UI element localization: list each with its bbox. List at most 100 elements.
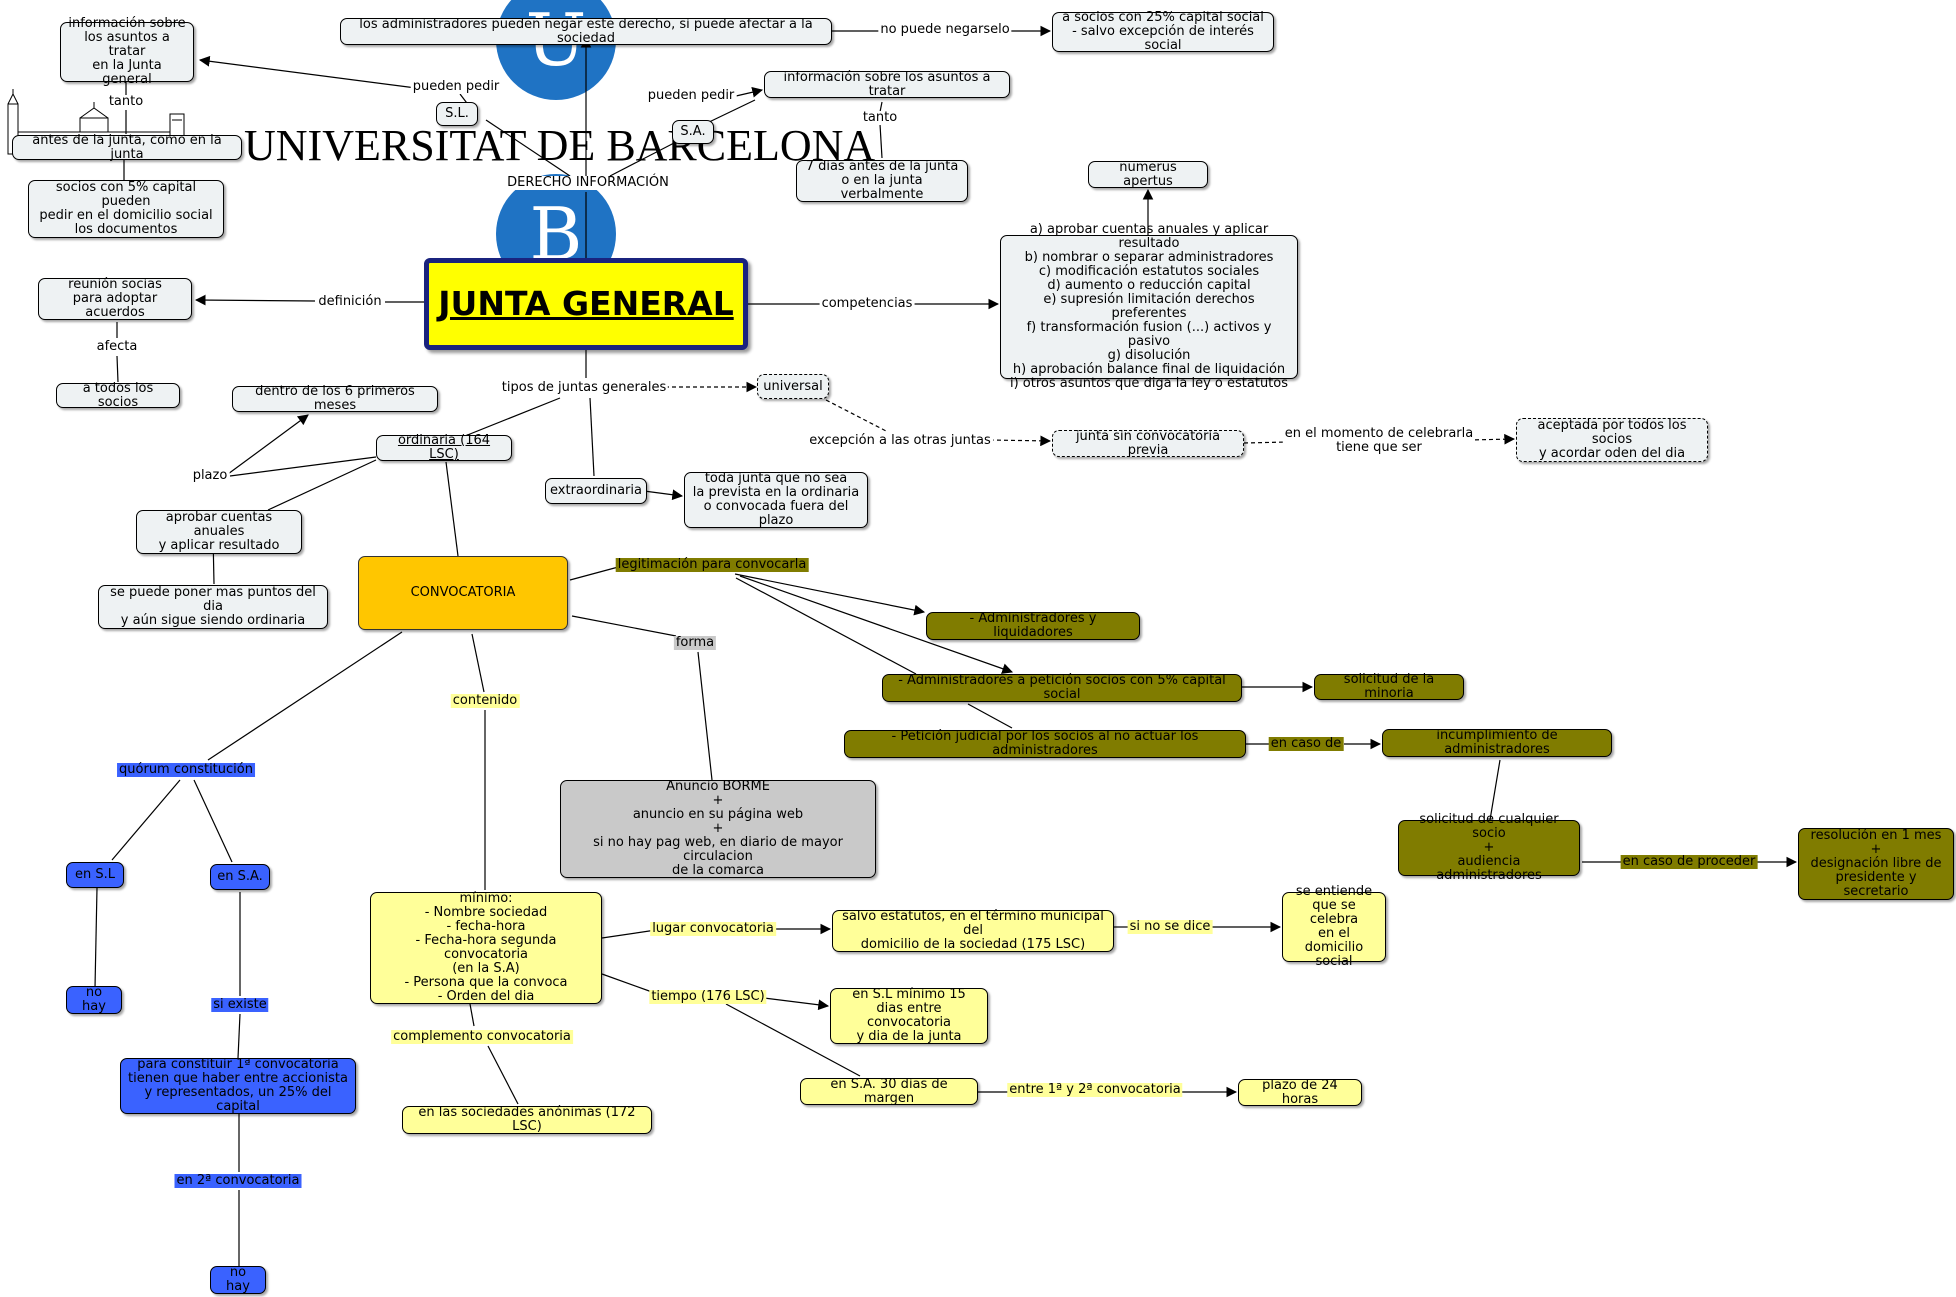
reunion-socias-text: reunión socias para adoptar acuerdos [68,277,162,320]
sl-text: S.L. [445,106,469,121]
reunion-socias-node[interactable]: reunión socias para adoptar acuerdos [38,278,192,320]
link-legitimacion: legitimación para convocarla [615,557,809,572]
sa-30-dias-text: en S.A. 30 dias de margen [830,1076,948,1106]
en-sl-node[interactable]: en S.L [66,862,124,888]
link-pueden-pedir-sl: pueden pedir [410,79,502,94]
sa-30-dias-node[interactable]: en S.A. 30 dias de margen [800,1076,978,1106]
sa-172-text: en las sociedades anónimas (172 LSC) [418,1105,636,1134]
link-quorum: quórum constitución [117,762,255,777]
mas-puntos-text: se puede poner mas puntos del dia y aún … [110,585,316,628]
admins-peticion-text: - Administradores a petición socios con … [898,673,1226,702]
link-afecta: afecta [94,339,140,354]
junta-general-node[interactable]: JUNTA GENERAL [424,258,748,350]
solicitud-minoria-node[interactable]: solicitud de la minoria [1314,672,1464,701]
resolucion-text: resolución en 1 mes + designación libre … [1810,828,1942,899]
socios-25-node[interactable]: a socios con 25% capital social - salvo … [1052,10,1274,53]
no-hay-1-text: no hay [82,985,106,1014]
solicitud-minoria-text: solicitud de la minoria [1343,672,1435,701]
link-no-puede-negarselo: no puede negarselo [878,22,1012,37]
plazo-24-text: plazo de 24 horas [1262,1077,1338,1107]
peticion-judicial-node[interactable]: - Petición judicial por los socios al no… [844,730,1246,758]
toda-junta-node[interactable]: toda junta que no sea la prevista en la … [684,472,868,528]
link-en-2a-convocatoria: en 2ª convocatoria [174,1173,302,1188]
link-entre-convocatorias: entre 1ª y 2ª convocatoria [1007,1082,1183,1097]
ordinaria-text: ordinaria (164 LSC) [397,433,491,462]
link-derecho-informacion: DERECHO INFORMACIÓN [505,175,671,190]
admins-liquidadores-node[interactable]: - Administradores y liquidadores [926,612,1140,640]
siete-dias-node[interactable]: 7 dias antes de la junta o en la junta v… [796,160,968,202]
minimo-text: mínimo: - Nombre sociedad - fecha-hora -… [404,891,568,1004]
link-en-caso-proceder: en caso de proceder [1620,854,1758,869]
admins-liquidadores-text: - Administradores y liquidadores [969,611,1097,640]
link-en-caso-de: en caso de [1268,736,1344,751]
junta-general-title: JUNTA GENERAL [438,284,734,323]
plazo-24-node[interactable]: plazo de 24 horas [1238,1077,1362,1107]
no-hay-1-node[interactable]: no hay [66,986,122,1014]
anuncio-borme-node[interactable]: Anuncio BORME + anuncio en su página web… [560,780,876,878]
sin-convocatoria-node[interactable]: junta sin convocatoria previa [1052,429,1244,457]
info-asuntos-right-text: información sobre los asuntos a tratar [783,69,991,99]
se-entiende-node[interactable]: se entiende que se celebra en el domicil… [1282,885,1386,969]
aceptada-node[interactable]: aceptada por todos los socios y acordar … [1516,418,1708,462]
universal-text: universal [763,378,823,394]
link-excepcion: excepción a las otras juntas [807,433,993,448]
link-tipos-juntas: tipos de juntas generales [499,380,669,395]
sl-15-dias-node[interactable]: en S.L mínimo 15 dias entre convocatoria… [830,988,988,1044]
minimo-node[interactable]: mínimo: - Nombre sociedad - fecha-hora -… [370,892,602,1004]
competencias-list-node[interactable]: a) aprobar cuentas anuales y aplicar res… [1000,223,1298,391]
admins-negar-node[interactable]: los administradores pueden negar este de… [340,16,832,46]
toda-junta-text: toda junta que no sea la prevista en la … [692,471,860,528]
aprobar-cuentas-node[interactable]: aprobar cuentas anuales y aplicar result… [136,510,302,554]
admins-peticion-node[interactable]: - Administradores a petición socios con … [882,674,1242,702]
socios-5-docs-node[interactable]: socios con 5% capital pueden pedir en el… [28,180,224,238]
se-entiende-text: se entiende que se celebra en el domicil… [1295,884,1373,969]
link-tanto-left: tanto [106,94,146,109]
admins-negar-text: los administradores pueden negar este de… [359,16,813,46]
en-sa-node[interactable]: en S.A. [210,864,270,890]
incumplimiento-node[interactable]: incumplimiento de administradores [1382,729,1612,757]
aceptada-text: aceptada por todos los socios y acordar … [1537,418,1687,461]
antes-junta-node[interactable]: antes de la junta, como en la junta [12,133,242,161]
link-si-existe: si existe [211,997,269,1012]
universal-node[interactable]: universal [757,374,829,399]
todos-socios-node[interactable]: a todos los socios [56,381,180,409]
extraordinaria-text: extraordinaria [550,483,642,498]
link-si-no-se-dice: si no se dice [1127,919,1213,934]
link-lugar-convocatoria: lugar convocatoria [650,921,776,936]
link-pueden-pedir-sa: pueden pedir [645,88,737,103]
convocatoria-text: CONVOCATORIA [410,585,516,600]
siete-dias-text: 7 dias antes de la junta o en la junta v… [805,159,959,202]
no-hay-2-node[interactable]: no hay [210,1266,266,1294]
info-asuntos-left-node[interactable]: información sobre los asuntos a tratar e… [60,17,194,87]
resolucion-node[interactable]: resolución en 1 mes + designación libre … [1798,828,1954,900]
info-asuntos-right-node[interactable]: información sobre los asuntos a tratar [764,69,1010,99]
salvo-estatutos-node[interactable]: salvo estatutos, en el término municipal… [832,910,1114,952]
primera-conv-node[interactable]: para constituir 1ª convocatoria tienen q… [120,1058,356,1114]
link-contenido: contenido [450,693,520,708]
link-definicion: definición [316,294,384,309]
solicitud-socio-node[interactable]: solicitud de cualquier socio + audiencia… [1398,813,1580,883]
sa-node[interactable]: S.A. [672,120,714,144]
link-competencias: competencias [819,296,915,311]
solicitud-socio-text: solicitud de cualquier socio + audiencia… [1419,812,1559,883]
sl-node[interactable]: S.L. [436,102,478,126]
mas-puntos-node[interactable]: se puede poner mas puntos del dia y aún … [98,585,328,629]
seis-meses-node[interactable]: dentro de los 6 primeros meses [232,385,438,413]
no-hay-2-text: no hay [226,1265,250,1294]
en-sl-text: en S.L [75,867,115,882]
convocatoria-node[interactable]: CONVOCATORIA [358,556,568,630]
numerus-apertus-node[interactable]: numerus apertus [1088,160,1208,188]
competencias-list-text: a) aprobar cuentas anuales y aplicar res… [1009,222,1289,391]
aprobar-cuentas-text: aprobar cuentas anuales y aplicar result… [158,510,280,553]
peticion-judicial-text: - Petición judicial por los socios al no… [891,729,1199,758]
socios-25-text: a socios con 25% capital social - salvo … [1062,10,1264,53]
primera-conv-text: para constituir 1ª convocatoria tienen q… [128,1057,348,1114]
sa-172-node[interactable]: en las sociedades anónimas (172 LSC) [402,1106,652,1134]
link-tanto-right: tanto [860,110,900,125]
ordinaria-node[interactable]: ordinaria (164 LSC) [376,433,512,462]
info-asuntos-left-text: información sobre los asuntos a tratar e… [68,16,186,87]
link-complemento: complemento convocatoria [391,1029,573,1044]
extraordinaria-node[interactable]: extraordinaria [545,478,647,504]
link-momento-celebrarla: en el momento de celebrarla tiene que se… [1282,426,1476,455]
